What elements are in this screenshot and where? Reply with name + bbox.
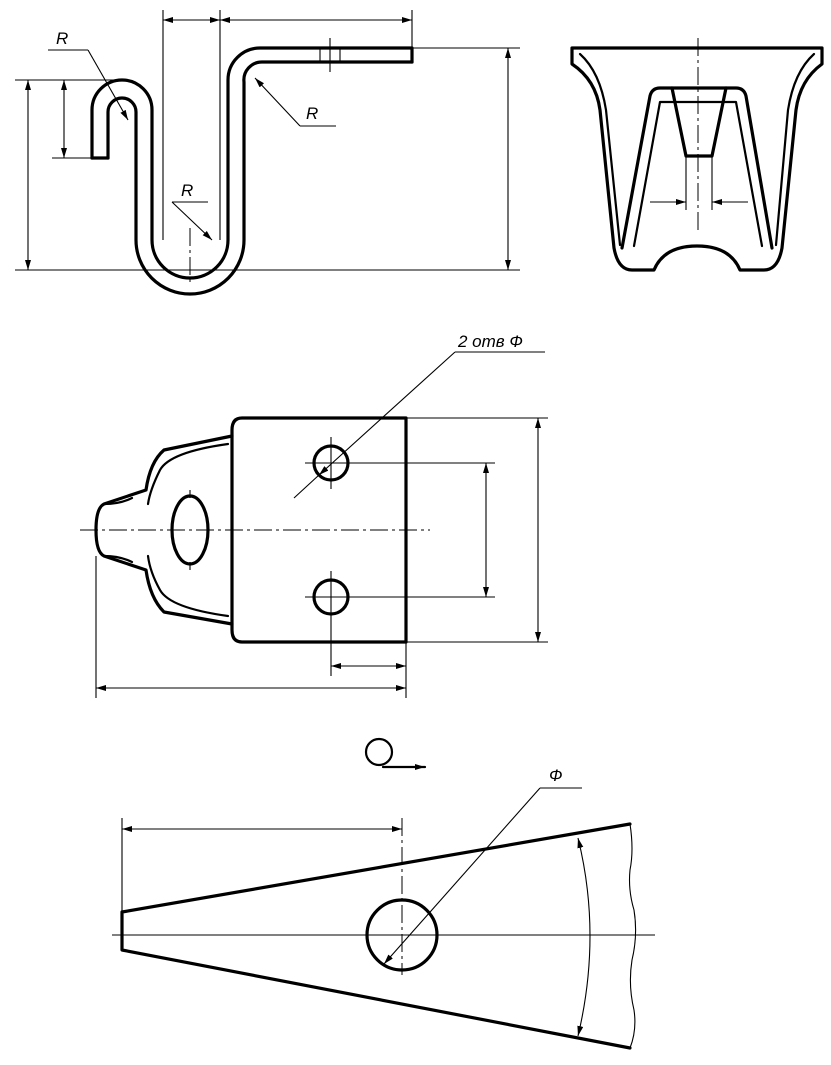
flat-blank-view: Ф [112, 766, 655, 1050]
bent-bracket-side-view: R R R [15, 10, 520, 296]
blank-break-line [628, 823, 637, 1049]
bracket-plan-view: 2 отв Ф [80, 332, 548, 698]
radius-leader-bottom-bend [171, 201, 213, 241]
radius-label-hook: R [56, 29, 68, 48]
dim-taper-angle [577, 837, 591, 1037]
holes-callout-label: 2 отв Ф [457, 332, 523, 351]
radius-label-upper-bend: R [306, 104, 318, 123]
radius-leader-hook [87, 49, 129, 121]
blank-diameter-leader [383, 787, 541, 965]
radius-leader-upper-bend [254, 77, 301, 127]
end-view-slot [670, 86, 728, 158]
plan-plate-outline [230, 416, 408, 644]
holes-leader [318, 351, 456, 476]
bracket-outer-contour [90, 46, 414, 280]
radius-label-bottom-bend: R [181, 181, 193, 200]
end-view-inner-channel [620, 86, 774, 250]
blank-hole [365, 898, 439, 972]
blank-diameter-label: Ф [549, 766, 563, 785]
bracket-end-view [570, 38, 824, 272]
blank-outline [120, 822, 632, 1050]
flat-pattern-symbol [364, 737, 427, 770]
bracket-inner-contour [106, 60, 414, 296]
end-view-outer-contour [570, 46, 824, 272]
